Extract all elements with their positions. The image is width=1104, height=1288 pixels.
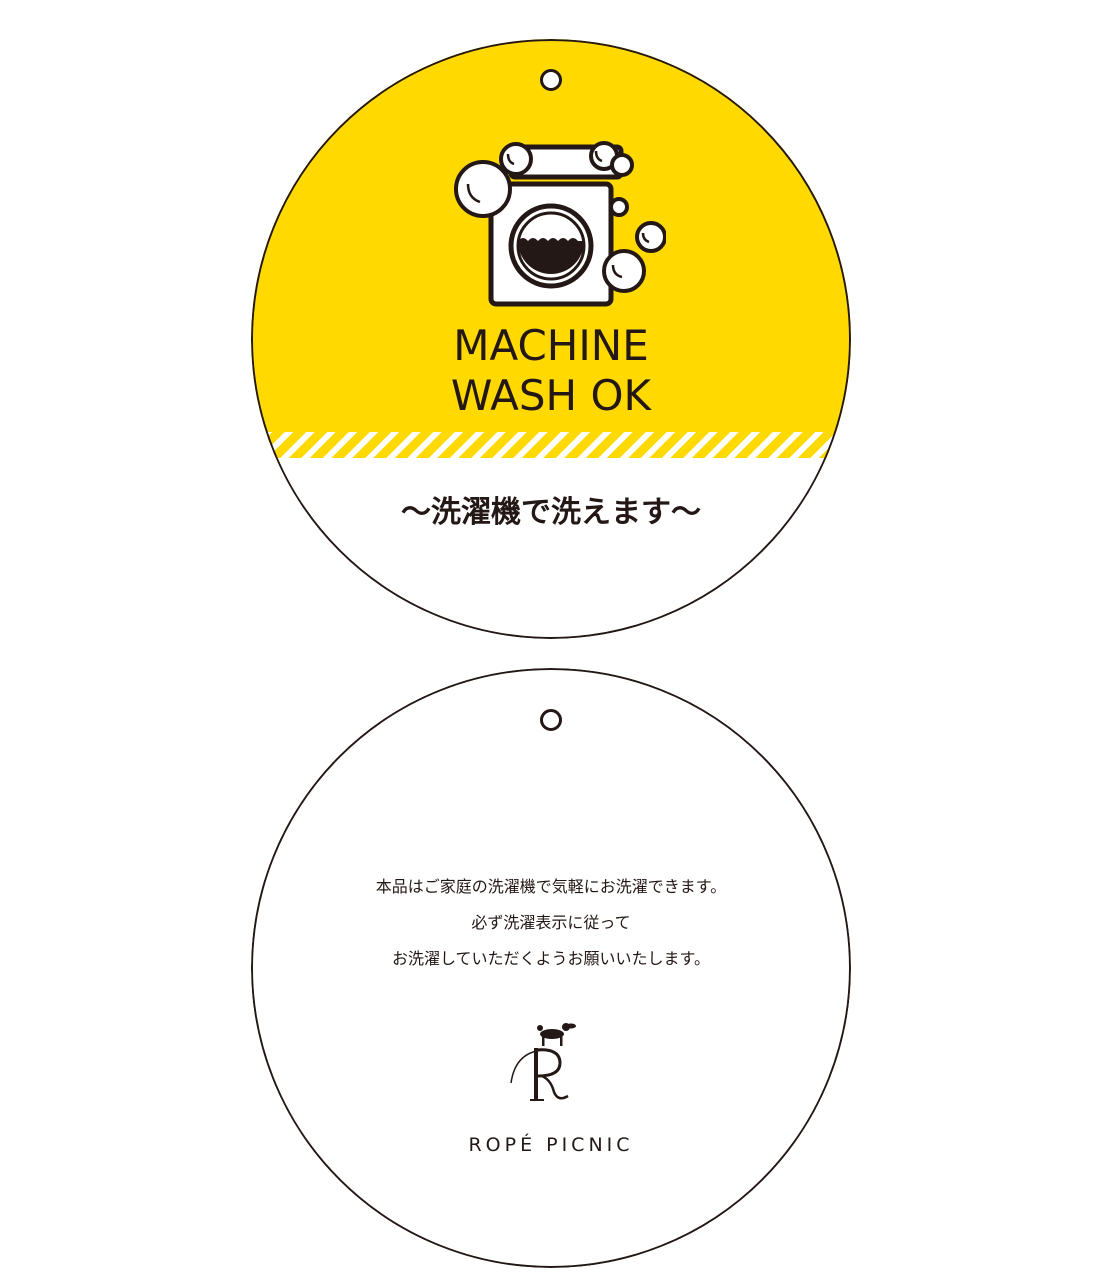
brand-name: ROPÉ PICNIC — [468, 1134, 634, 1156]
back-tag-hole — [540, 709, 562, 731]
headline-machine: MACHINE — [453, 321, 649, 370]
japanese-subtitle: ～洗濯機で洗えます～ — [401, 495, 701, 530]
care-text-line-1: 本品はご家庭の洗濯機で気軽にお洗濯できます。 — [375, 877, 727, 896]
washing-machine-icon — [454, 141, 666, 307]
care-text-line-3: お洗濯していただくようお願いいたします。 — [392, 949, 710, 968]
back-hang-tag: 本品はご家庭の洗濯機で気軽にお洗濯できます。 必ず洗濯表示に従って お洗濯してい… — [251, 668, 851, 1268]
diagonal-stripe-band — [251, 432, 851, 458]
front-hang-tag: MACHINE WASH OK ～洗濯機で洗えます～ — [251, 39, 851, 639]
rope-picnic-logo-icon — [510, 1023, 576, 1101]
headline-wash-ok: WASH OK — [450, 371, 652, 420]
care-text-line-2: 必ず洗濯表示に従って — [471, 913, 631, 932]
front-tag-hole — [540, 69, 562, 91]
